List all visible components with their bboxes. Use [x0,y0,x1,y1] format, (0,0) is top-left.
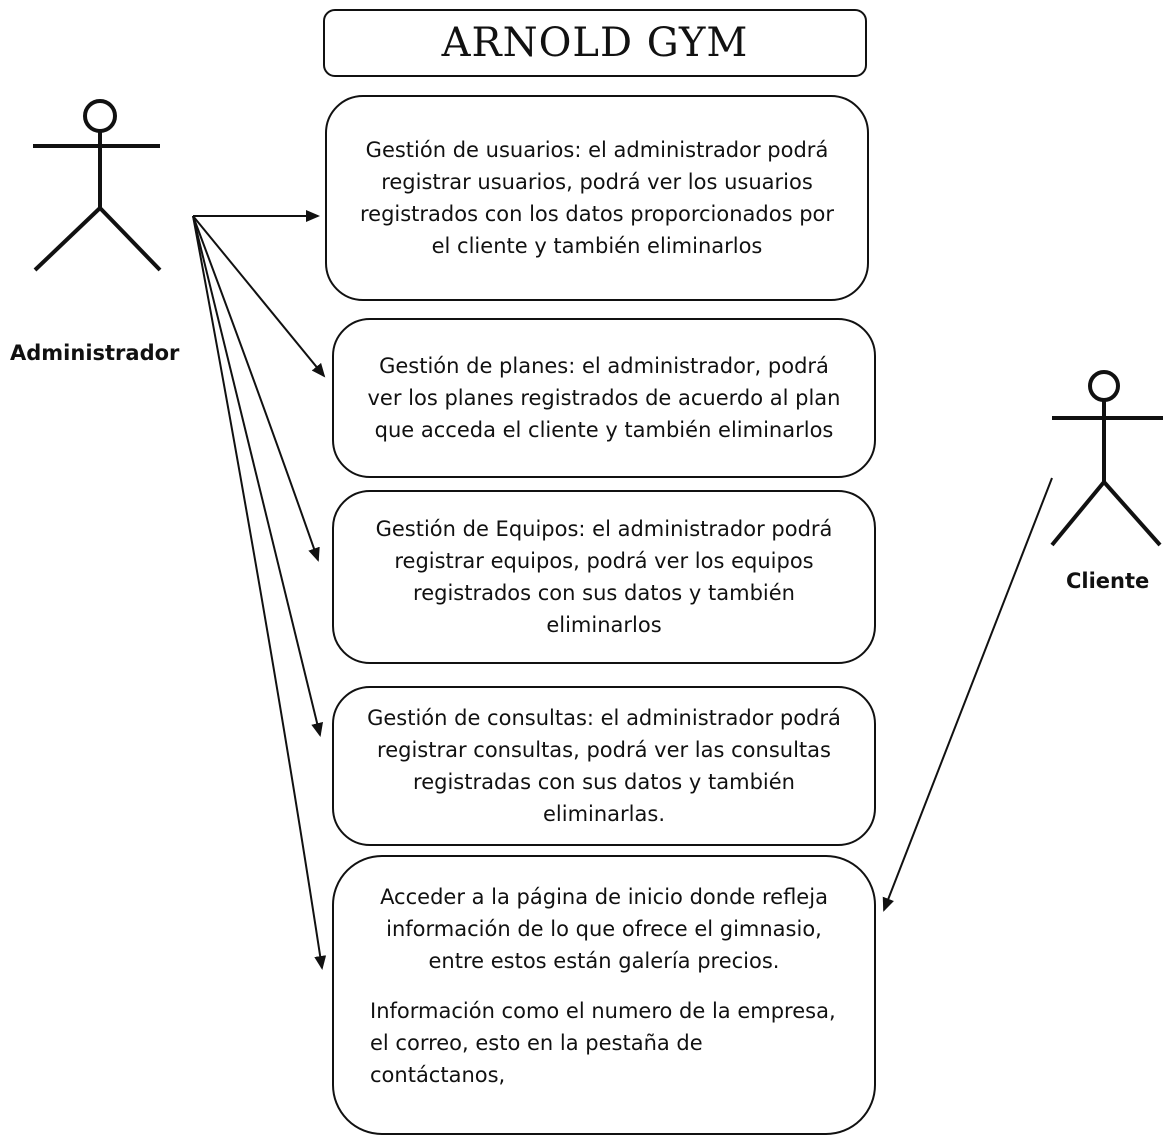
system-title: ARNOLD GYM [323,9,867,77]
actor-label-administrador: Administrador [10,341,180,365]
use-case-pagina-inicio: Acceder a la página de inicio donde refl… [332,855,876,1135]
use-case-gestion-usuarios: Gestión de usuarios: el administrador po… [325,95,869,301]
cliente-head [1088,370,1120,402]
administrador-left-leg [33,206,102,272]
use-case-text-paragraph-2: Información como el numero de la empresa… [370,999,836,1087]
administrador-head [83,99,117,133]
use-case-text: Gestión de Equipos: el administrador pod… [375,517,833,637]
use-case-text: Gestión de consultas: el administrador p… [367,706,841,826]
arrow-admin-to-planes [192,215,326,378]
use-case-gestion-planes: Gestión de planes: el administrador, pod… [332,318,876,478]
cliente-left-leg [1050,480,1106,547]
cliente-actor-figure [1050,370,1163,547]
administrador-right-leg [98,206,162,272]
arrow-admin-to-inicio [192,215,327,970]
use-case-text: Gestión de usuarios: el administrador po… [359,138,835,258]
use-case-gestion-equipos: Gestión de Equipos: el administrador pod… [332,490,876,664]
use-case-text: Gestión de planes: el administrador, pod… [367,354,841,442]
use-case-gestion-consultas: Gestión de consultas: el administrador p… [332,686,876,846]
arrow-admin-to-equipos [192,215,320,562]
arrow-admin-to-consultas [192,215,324,737]
use-case-text-paragraph-1: Acceder a la página de inicio donde refl… [380,885,828,973]
administrador-actor-figure [33,99,162,272]
cliente-right-leg [1102,480,1162,547]
actor-label-cliente: Cliente [1066,569,1150,593]
arrow-cliente-to-inicio [882,477,1053,912]
